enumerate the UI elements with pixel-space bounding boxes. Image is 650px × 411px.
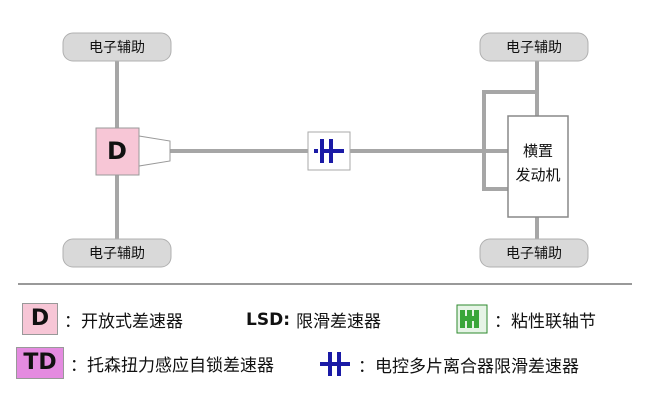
wheel-front-right: 电子辅助 [479,32,589,62]
legend-text: 限滑差速器 [296,312,381,332]
legend-item-multiplate: ：电控多片离合器限滑差速器 [318,349,579,379]
wheel-label: 电子辅助 [506,246,562,262]
engine-label-line1: 横置 [523,142,553,160]
legend-key-LSD: LSD: [246,309,290,330]
multi-plate-clutch-icon [320,352,350,376]
multi-plate-clutch [307,131,351,171]
front-diff-label: D [107,137,127,165]
engine-label-line2: 发动机 [515,166,560,184]
transverse-engine: 横置 发动机 [507,115,569,218]
legend-key-D: D [22,303,58,335]
viscous-coupling-icon [456,304,488,334]
legend-text: ：粘性联轴节 [494,311,596,332]
wheel-label: 电子辅助 [89,40,145,56]
legend-text: ：电控多片离合器限滑差速器 [358,356,579,377]
open-differential-D: D [95,127,171,176]
wheel-label: 电子辅助 [506,40,562,56]
wheel-front-left: 电子辅助 [62,32,172,62]
legend-text: ：开放式差速器 [64,311,183,332]
wheel-label: 电子辅助 [89,246,145,262]
legend-item-open-diff: D ：开放式差速器 [22,303,183,335]
wheel-rear-right: 电子辅助 [479,238,589,268]
legend-item-viscous: ：粘性联轴节 [456,304,596,334]
legend-item-torsen: TD ：托森扭力感应自锁差速器 [16,347,274,379]
wheel-rear-left: 电子辅助 [62,238,172,268]
shaft-lines [115,61,539,240]
legend-key-TD: TD [16,347,64,379]
legend-item-lsd: LSD: 限滑差速器 [246,307,381,333]
legend-text: ：托森扭力感应自锁差速器 [70,355,274,376]
